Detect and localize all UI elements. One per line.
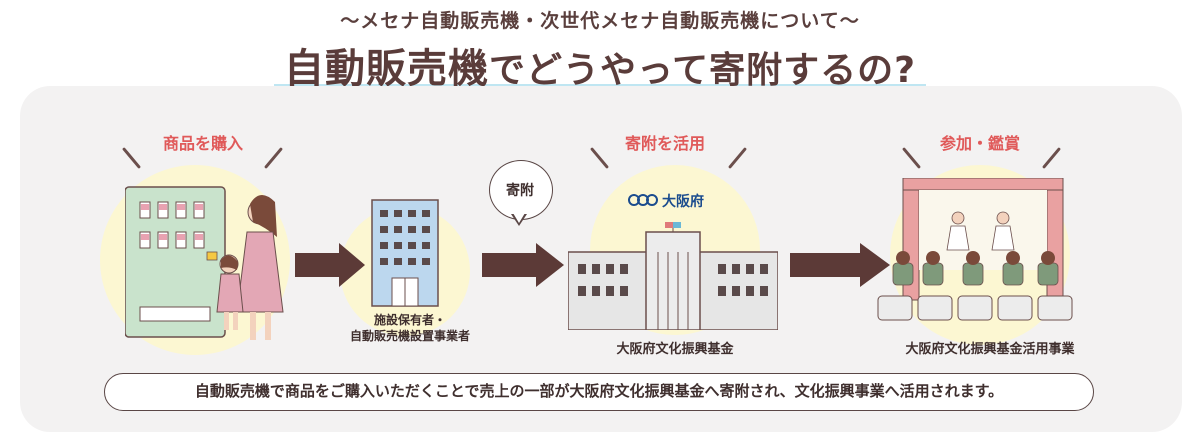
vending-machine-illustration (125, 186, 284, 340)
theater-illustration (877, 178, 1073, 321)
osaka-logo-text: 大阪府 (662, 194, 704, 210)
facility-building-illustration (371, 199, 439, 307)
arrow-1 (295, 243, 365, 287)
step4-heading: 参加・鑑賞 (939, 134, 1020, 153)
arrow-3 (790, 243, 890, 287)
step1-heading: 商品を購入 (162, 134, 243, 153)
arrow-2 (482, 243, 564, 287)
step3-heading: 寄附を活用 (624, 134, 705, 153)
step4-label: 大阪府文化振興基金活用事業 (905, 342, 1075, 357)
title-rest: でどうやって寄附するの? (488, 50, 917, 91)
step2-label-line1: 施設保有者・ (373, 313, 446, 327)
footer-caption: 自動販売機で商品をご購入いただくことで売上の一部が大阪府文化振興基金へ寄附され、… (104, 373, 1094, 411)
donation-bubble-text: 寄附 (506, 183, 534, 199)
step2-label-line2: 自動販売機設置事業者 (349, 329, 470, 343)
step2-label: 施設保有者・ 自動販売機設置事業者 (330, 312, 490, 344)
donation-bubble (489, 160, 553, 220)
osaka-logo-icon (628, 194, 658, 206)
bubble-tail-fill (513, 213, 525, 223)
page-subtitle: 〜メセナ自動販売機・次世代メセナ自動販売機について〜 (340, 10, 860, 32)
title-main: 自動販売機 (283, 46, 489, 92)
osaka-hall-illustration (568, 222, 778, 330)
step3-label: 大阪府文化振興基金 (616, 342, 734, 357)
